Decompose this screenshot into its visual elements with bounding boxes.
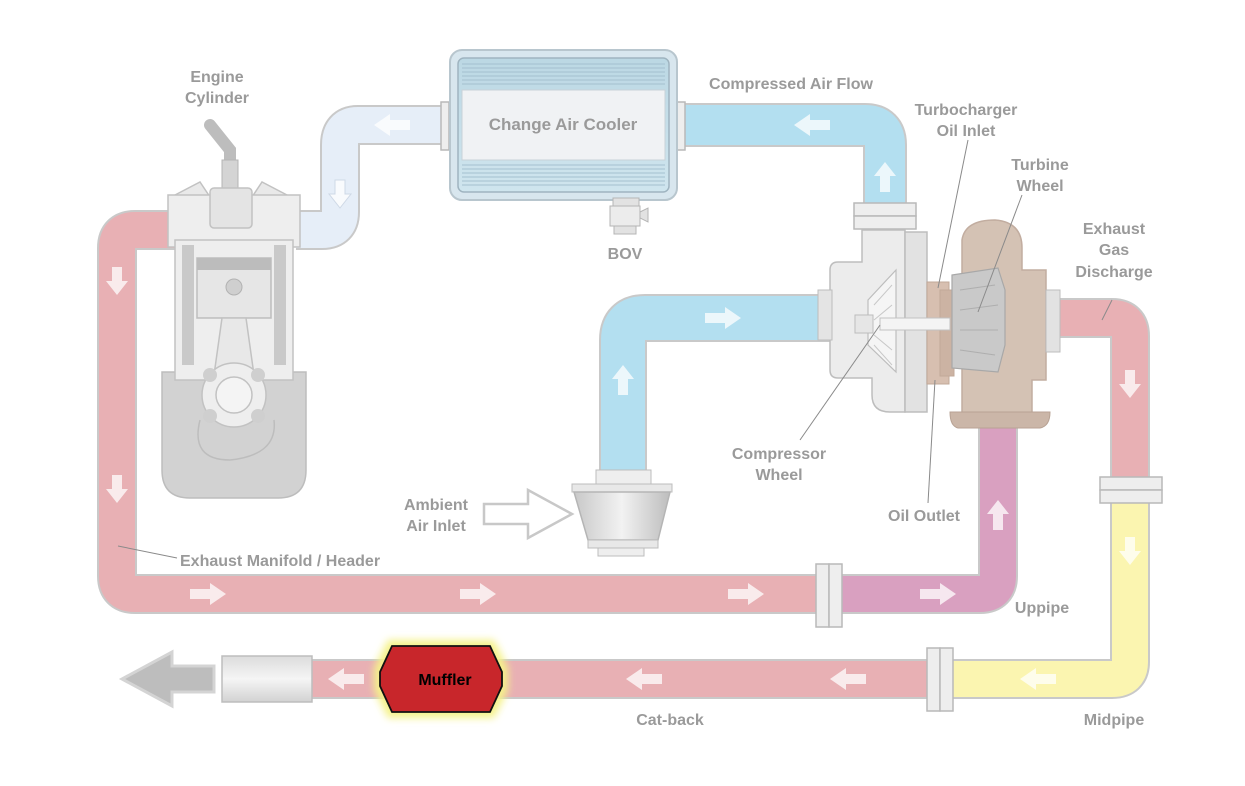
intake-pipe bbox=[599, 294, 830, 470]
arrow-right-icon bbox=[728, 583, 764, 605]
pipe-flanges bbox=[440, 101, 1163, 712]
arrow-right-icon bbox=[705, 307, 741, 329]
ambient-air-inlet-label-1: Ambient bbox=[404, 497, 469, 514]
downpipe bbox=[1060, 298, 1150, 490]
charge-air-cooler-label: Change Air Cooler bbox=[489, 115, 638, 134]
compressed-air-flow-label: Compressed Air Flow bbox=[709, 76, 873, 93]
ambient-air-inlet-label-2: Air Inlet bbox=[406, 518, 466, 535]
arrow-right-icon bbox=[460, 583, 496, 605]
exhaust-exit-arrow-icon bbox=[118, 649, 216, 709]
turbocharger-oil-inlet-label-1: Turbocharger bbox=[915, 102, 1018, 119]
muffler-label: Muffler bbox=[418, 672, 471, 689]
arrow-right-icon bbox=[190, 583, 226, 605]
compressor-wheel-label-1: Compressor bbox=[732, 446, 826, 463]
arrow-down-icon bbox=[1119, 537, 1141, 565]
turbocharger-oil-inlet-label-2: Oil Inlet bbox=[937, 123, 996, 140]
turbocharger bbox=[817, 219, 1061, 429]
arrow-left-icon bbox=[626, 668, 662, 690]
arrow-down-icon bbox=[1119, 370, 1141, 398]
exhaust-gas-discharge-label-2: Gas bbox=[1099, 242, 1129, 259]
arrow-up-icon bbox=[987, 500, 1009, 530]
uppipe-label: Uppipe bbox=[1015, 600, 1069, 617]
midpipe-pipe bbox=[940, 490, 1150, 699]
turbine-wheel-label-1: Turbine bbox=[1011, 157, 1069, 174]
oil-outlet-label: Oil Outlet bbox=[888, 508, 961, 525]
leader-lines bbox=[117, 139, 1113, 559]
exhaust-manifold-label: Exhaust Manifold / Header bbox=[180, 553, 380, 570]
arrow-down-icon bbox=[106, 475, 128, 503]
turbine-wheel-label-2: Wheel bbox=[1016, 178, 1063, 195]
bov-valve-icon bbox=[609, 197, 649, 235]
air-filter bbox=[571, 469, 673, 557]
uppipe-pipe bbox=[830, 425, 1018, 614]
compressed-air-pipe bbox=[678, 103, 907, 205]
exhaust-gas-discharge-label-3: Discharge bbox=[1075, 264, 1152, 281]
arrow-down-icon bbox=[327, 179, 353, 209]
flow-arrows bbox=[106, 114, 1141, 690]
cooled-air-pipe bbox=[296, 105, 448, 250]
arrow-left-icon bbox=[1020, 668, 1056, 690]
compressor-wheel-label-2: Wheel bbox=[755, 467, 802, 484]
cat-back-label: Cat-back bbox=[636, 712, 704, 729]
arrow-left-icon bbox=[328, 668, 364, 690]
arrow-up-icon bbox=[612, 365, 634, 395]
charge-air-cooler: Change Air Cooler bbox=[449, 49, 678, 201]
tailpipe-tip bbox=[221, 655, 313, 703]
labels: Engine Cylinder Compressed Air Flow Turb… bbox=[180, 69, 1153, 729]
midpipe-label: Midpipe bbox=[1084, 712, 1145, 729]
bov-label: BOV bbox=[608, 246, 643, 263]
arrow-left-icon bbox=[830, 668, 866, 690]
arrow-left-icon bbox=[794, 114, 830, 136]
engine-cylinder bbox=[161, 119, 307, 499]
exhaust-gas-discharge-label-1: Exhaust bbox=[1083, 221, 1146, 238]
arrow-left-icon bbox=[374, 114, 410, 136]
arrow-down-icon bbox=[106, 267, 128, 295]
arrow-right-icon bbox=[920, 583, 956, 605]
muffler: Muffler bbox=[374, 640, 508, 718]
exhaust-manifold-pipe bbox=[97, 210, 830, 614]
engine-cylinder-label-1: Engine bbox=[190, 69, 243, 86]
ambient-air-arrow-icon bbox=[482, 487, 575, 541]
engine-cylinder-label-2: Cylinder bbox=[185, 90, 249, 107]
arrow-up-icon bbox=[874, 162, 896, 192]
